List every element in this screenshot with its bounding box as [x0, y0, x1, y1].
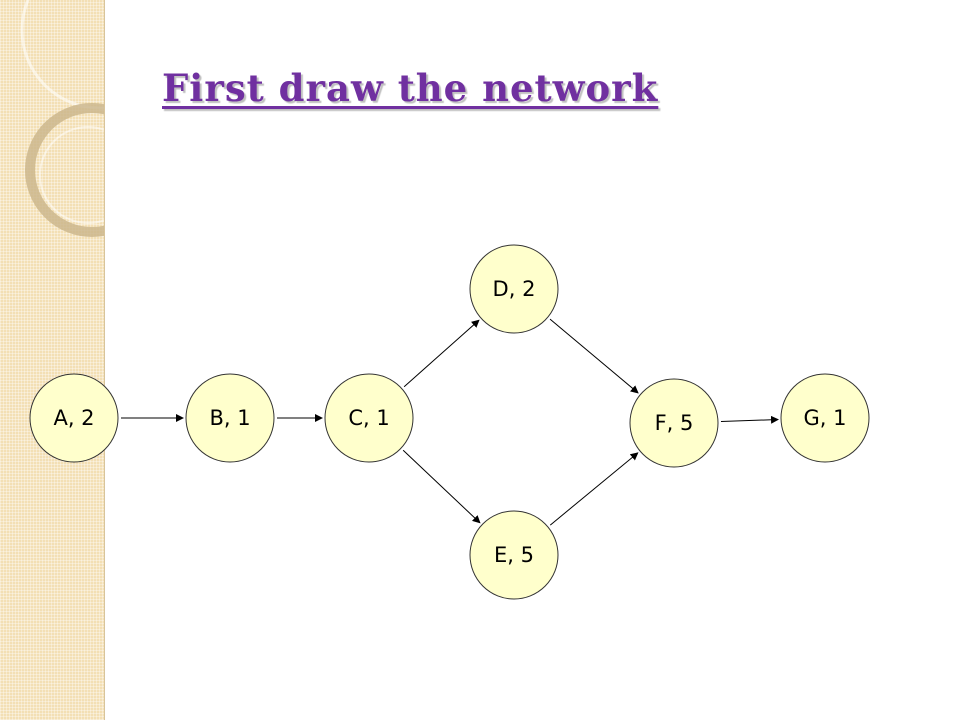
node-label: A, 2: [53, 406, 94, 430]
edges-layer: [121, 318, 780, 526]
edge-d-f: [549, 318, 639, 394]
node-circle: [469, 510, 559, 600]
slide-title: First draw the network: [162, 66, 659, 110]
node-circle: [185, 373, 275, 463]
node-circle: [469, 244, 559, 334]
node-label: C, 1: [348, 406, 389, 430]
node-d: D, 2: [469, 244, 559, 334]
node-label: E, 5: [494, 543, 534, 567]
node-circle: [780, 373, 870, 463]
edge-f-g: [720, 415, 780, 424]
node-circle: [324, 373, 414, 463]
node-g: G, 1: [780, 373, 870, 463]
node-circle: [29, 373, 119, 463]
node-e: E, 5: [469, 510, 559, 600]
edge-e-f: [549, 452, 639, 526]
nodes-layer: A, 2 B, 1 C, 1 D, 2 E, 5 F, 5 G, 1: [29, 244, 870, 600]
edge-c-d: [403, 319, 480, 388]
node-label: F, 5: [655, 411, 694, 435]
node-c: C, 1: [324, 373, 414, 463]
node-f: F, 5: [629, 378, 719, 468]
edge-c-e: [402, 449, 481, 524]
node-label: B, 1: [209, 406, 250, 430]
node-a: A, 2: [29, 373, 119, 463]
node-circle: [629, 378, 719, 468]
node-label: G, 1: [804, 406, 847, 430]
node-b: B, 1: [185, 373, 275, 463]
node-label: D, 2: [493, 277, 536, 301]
sidebar-decoration: [0, 0, 180, 720]
